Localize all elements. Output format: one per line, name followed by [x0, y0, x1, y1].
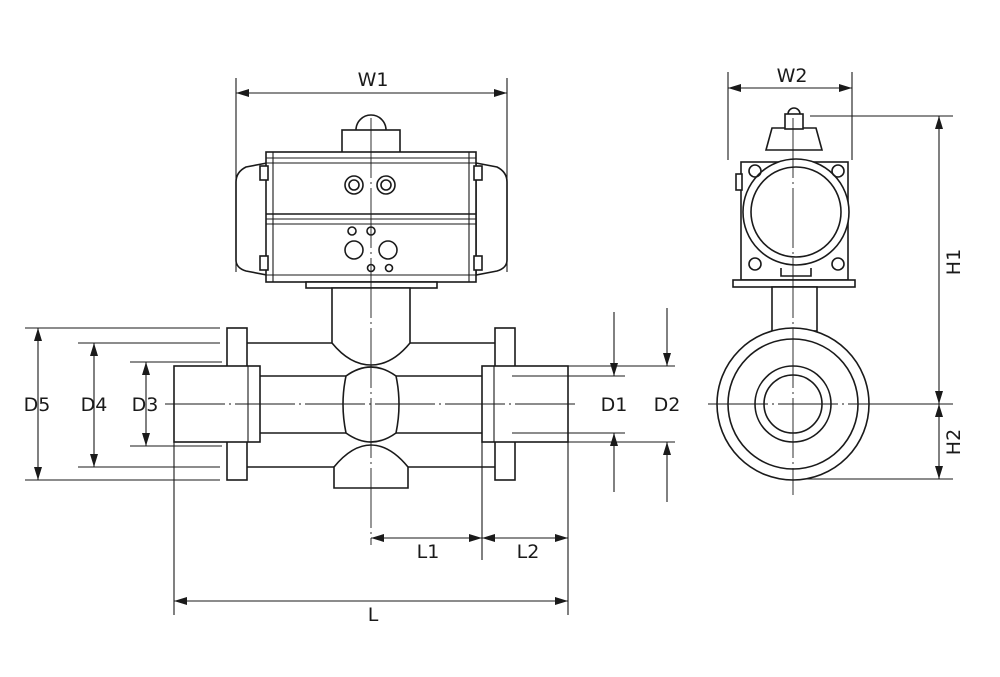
dimension-lines	[25, 72, 953, 615]
label-w2: W2	[777, 65, 808, 87]
label-h1: H1	[943, 249, 965, 275]
label-d3: D3	[132, 394, 159, 416]
valve-neck	[305, 281, 438, 366]
label-l2: L2	[517, 541, 540, 563]
label-h2: H2	[943, 429, 965, 455]
label-w1: W1	[358, 69, 389, 91]
side-view	[708, 107, 878, 495]
side-stem	[771, 286, 818, 332]
label-d2: D2	[654, 394, 681, 416]
label-l: L	[368, 604, 379, 626]
side-actuator-housing	[732, 158, 856, 288]
label-l1: L1	[417, 541, 440, 563]
side-indicator-knob	[764, 107, 824, 151]
label-d4: D4	[81, 394, 108, 416]
label-d5: D5	[24, 394, 51, 416]
front-view	[165, 114, 578, 545]
dimension-labels: W1 W2 H1 H2 D5 D4 D3 D1 D2 L1 L2 L	[24, 65, 965, 626]
label-d1: D1	[601, 394, 628, 416]
